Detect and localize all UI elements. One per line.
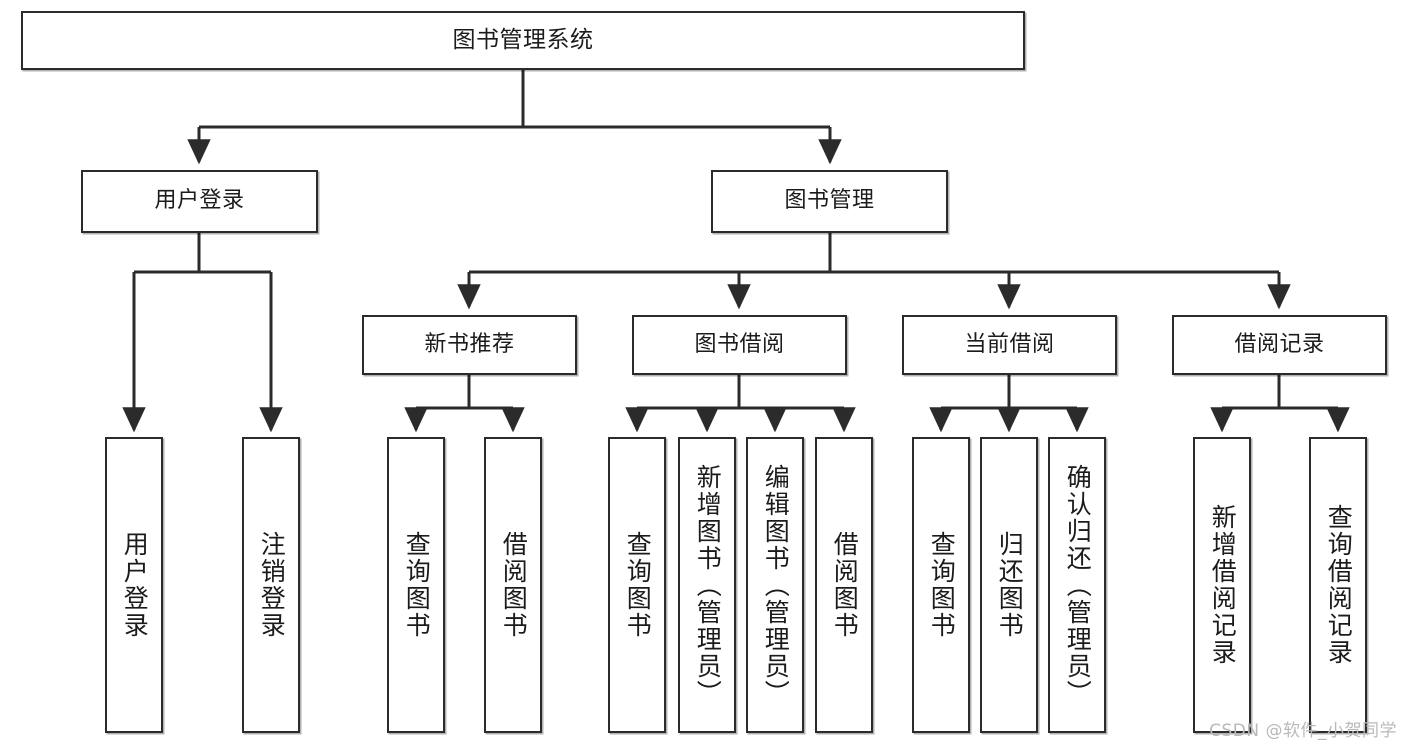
node-leaf-borrow-book-1[interactable]: 借阅图书 [484, 437, 542, 733]
node-leaf-logout-label: 注销登录 [257, 531, 287, 639]
node-root-label: 图书管理系统 [452, 26, 594, 53]
node-leaf-add-record-label: 新增借阅记录 [1208, 504, 1238, 666]
node-user-login[interactable]: 用户登录 [81, 170, 318, 233]
node-leaf-query-book-3[interactable]: 查询图书 [912, 437, 970, 733]
node-leaf-edit-book[interactable]: 编辑图书（管理员） [746, 437, 804, 733]
node-book-manage-label: 图书管理 [784, 188, 875, 214]
node-leaf-add-record[interactable]: 新增借阅记录 [1193, 437, 1251, 733]
node-leaf-query-record[interactable]: 查询借阅记录 [1309, 437, 1367, 733]
node-user-login-label: 用户登录 [154, 188, 245, 214]
node-leaf-borrow-book-2-label: 借阅图书 [830, 531, 860, 639]
node-leaf-query-book-2-label: 查询图书 [623, 531, 653, 639]
node-borrow-record[interactable]: 借阅记录 [1172, 315, 1387, 375]
node-book-borrow-label: 图书借阅 [694, 331, 785, 357]
csdn-watermark: CSDN @软件_小贺同学 [1209, 721, 1397, 741]
node-current-borrow[interactable]: 当前借阅 [902, 315, 1117, 375]
node-leaf-user-login-label: 用户登录 [120, 531, 150, 639]
node-leaf-edit-book-label: 编辑图书（管理员） [761, 463, 791, 707]
node-leaf-confirm-return[interactable]: 确认归还（管理员） [1048, 437, 1106, 733]
node-leaf-borrow-book-2[interactable]: 借阅图书 [815, 437, 873, 733]
node-new-book-rec-label: 新书推荐 [424, 331, 515, 357]
node-leaf-return-book[interactable]: 归还图书 [980, 437, 1038, 733]
node-leaf-confirm-return-label: 确认归还（管理员） [1063, 463, 1093, 707]
node-leaf-query-record-label: 查询借阅记录 [1324, 504, 1354, 666]
node-leaf-query-book-2[interactable]: 查询图书 [608, 437, 666, 733]
node-leaf-logout[interactable]: 注销登录 [242, 437, 300, 733]
node-leaf-query-book-1[interactable]: 查询图书 [387, 437, 445, 733]
node-book-manage[interactable]: 图书管理 [711, 170, 948, 233]
node-new-book-rec[interactable]: 新书推荐 [362, 315, 577, 375]
node-leaf-return-book-label: 归还图书 [995, 531, 1025, 639]
node-book-borrow[interactable]: 图书借阅 [632, 315, 847, 375]
node-root[interactable]: 图书管理系统 [21, 11, 1025, 70]
node-borrow-record-label: 借阅记录 [1234, 331, 1325, 357]
node-leaf-query-book-1-label: 查询图书 [402, 531, 432, 639]
node-leaf-add-book[interactable]: 新增图书（管理员） [678, 437, 736, 733]
node-leaf-user-login[interactable]: 用户登录 [105, 437, 163, 733]
node-leaf-add-book-label: 新增图书（管理员） [693, 463, 723, 707]
node-leaf-query-book-3-label: 查询图书 [927, 531, 957, 639]
node-current-borrow-label: 当前借阅 [964, 331, 1055, 357]
node-leaf-borrow-book-1-label: 借阅图书 [499, 531, 529, 639]
